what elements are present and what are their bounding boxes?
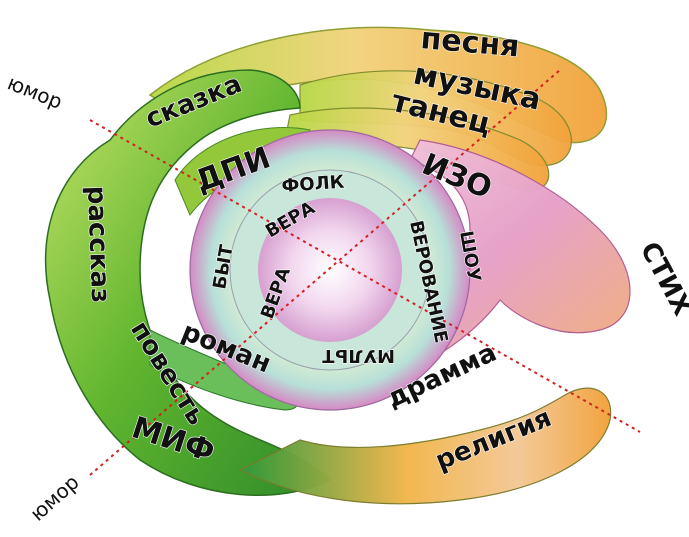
ring-label-folk: ФОЛК: [281, 172, 345, 197]
ring-label-mult: МУЛЬТ: [322, 345, 395, 366]
axis-label-top: юмор: [4, 70, 66, 114]
axis-label-bottom: юмор: [25, 470, 83, 526]
label-stikh: СТИХ: [634, 237, 689, 321]
label-rasskaz: рассказ: [81, 185, 115, 303]
